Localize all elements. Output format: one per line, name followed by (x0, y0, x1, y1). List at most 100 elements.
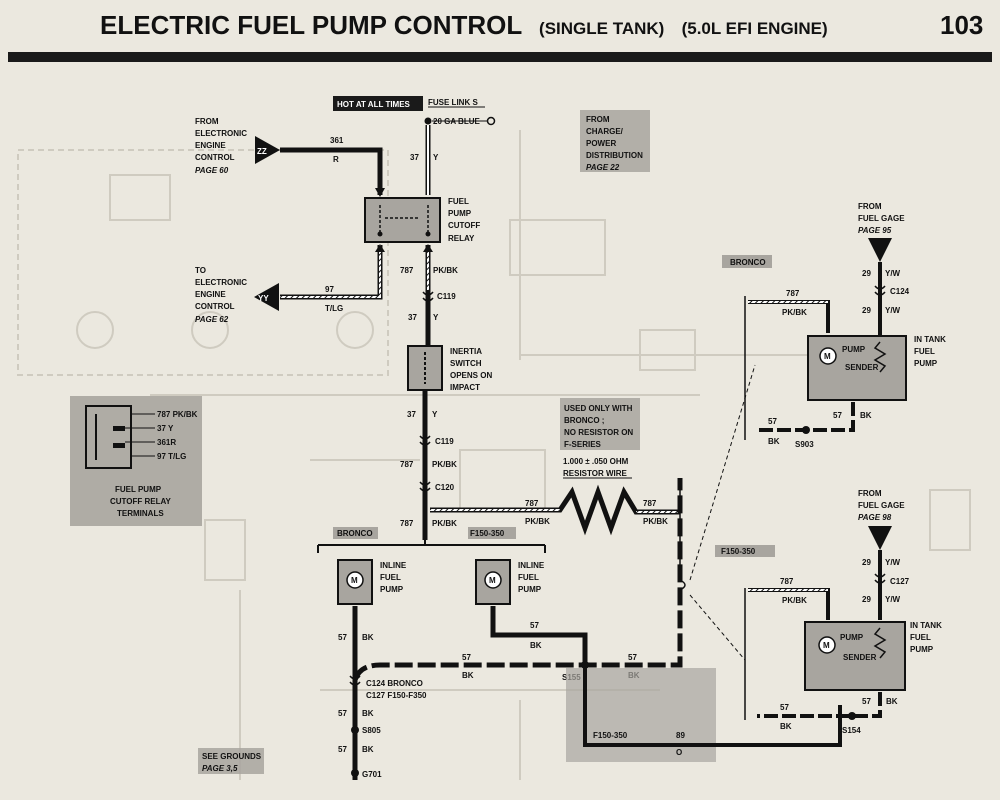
to-eec-line2: ELECTRONIC (195, 278, 247, 287)
wire-97-number: 97 (325, 285, 334, 294)
title-main: ELECTRIC FUEL PUMP CONTROL (100, 10, 522, 40)
header-rule (8, 52, 992, 62)
wire-29-number-upper-1: 29 (862, 269, 871, 278)
relay-inset-label-3: TERMINALS (117, 509, 164, 518)
wire-787-number-4: 787 (525, 499, 539, 508)
wire-361-number: 361 (330, 136, 344, 145)
motor-glyph-1: M (351, 576, 358, 585)
wire-29-color-upper-1: Y/W (885, 269, 901, 278)
wire-57-color-upper-a: BK (768, 437, 780, 446)
ground-g701-label: G701 (362, 770, 382, 779)
wire-787-number-2: 787 (400, 460, 414, 469)
wire-57-upper-tank (757, 402, 855, 432)
connector-c127: C127 (890, 577, 910, 586)
from-eec-line1: FROM (195, 117, 219, 126)
lower-sender-label: SENDER (843, 653, 877, 662)
inertia-switch: INERTIA SWITCH OPENS ON IMPACT (407, 345, 492, 392)
fuel-gage-lower-page: PAGE 98 (858, 513, 892, 522)
to-eec-page: PAGE 62 (195, 315, 229, 324)
wire-57-color-a: BK (362, 633, 374, 642)
bronco-label-right: BRONCO (730, 258, 766, 267)
splice-s154-label: S154 (842, 726, 861, 735)
wire-787-color-3: PK/BK (432, 519, 457, 528)
relay-terminals-inset: 787 PK/BK 37 Y 361R 97 T/LG FUEL PUMP CU… (70, 396, 202, 526)
wire-29-color-upper-2: Y/W (885, 306, 901, 315)
wire-57-color-c: BK (462, 671, 474, 680)
relay-label-3: CUTOFF (448, 221, 480, 230)
fuse-link-label: FUSE LINK S (428, 98, 478, 107)
f150-label-bottom: F150-350 (593, 731, 628, 740)
title-subtitle-tank: (SINGLE TANK) (539, 19, 665, 38)
from-charge-line4: DISTRIBUTION (586, 151, 643, 160)
resistor-wire (430, 484, 680, 536)
wire-89-number: 89 (676, 731, 685, 740)
splice-s155 (581, 661, 589, 669)
from-charge-line3: POWER (586, 139, 616, 148)
inline-2-label-3: PUMP (518, 585, 542, 594)
fuel-gage-upper-from: FROM (858, 202, 882, 211)
fuel-gage-lower-from: FROM (858, 489, 882, 498)
upper-in-tank-2: FUEL (914, 347, 935, 356)
wire-57-dashed (352, 478, 683, 681)
to-eec-line4: CONTROL (195, 302, 235, 311)
wire-57-color-lower-b: BK (886, 697, 898, 706)
from-eec-labels: FROM ELECTRONIC ENGINE CONTROL PAGE 60 (195, 117, 247, 175)
from-charge-page: PAGE 22 (586, 163, 620, 172)
wire-29-color-lower-2: Y/W (885, 595, 901, 604)
relay-inset-label-2: CUTOFF RELAY (110, 497, 172, 506)
inline-1-label-3: PUMP (380, 585, 404, 594)
wire-57-number-lower-a: 57 (780, 703, 789, 712)
relay-label-1: FUEL (448, 197, 469, 206)
splice-s805 (351, 726, 359, 734)
motor-glyph-2: M (489, 576, 496, 585)
wire-57-color-b: BK (530, 641, 542, 650)
wire-97-color: T/LG (325, 304, 343, 313)
c127-f150-label: C127 F150-F350 (366, 691, 427, 700)
lower-pump-label: PUMP (840, 633, 864, 642)
wire-37-color-1: Y (433, 153, 439, 162)
wire-89 (583, 668, 842, 747)
fuel-gage-upper-page: PAGE 95 (858, 226, 892, 235)
in-tank-pump-upper: M PUMP SENDER IN TANK FUEL PUMP (807, 335, 946, 401)
from-fuel-gage-upper: FROM FUEL GAGE PAGE 95 (858, 202, 905, 235)
to-eec-line3: ENGINE (195, 290, 226, 299)
zz-label: ZZ (257, 147, 267, 156)
ground-g701 (351, 769, 359, 777)
see-grounds-box: SEE GROUNDS PAGE 3,5 (198, 748, 264, 774)
inline-fuel-pump-f150: M INLINE FUEL PUMP (475, 559, 545, 605)
hot-at-all-times-box: HOT AT ALL TIMES (333, 96, 423, 111)
from-eec-line2: ELECTRONIC (195, 129, 247, 138)
wire-57-color-f: BK (362, 745, 374, 754)
wire-787-lower-tank (748, 588, 830, 620)
to-eec-line1: TO (195, 266, 206, 275)
yy-connector-arrow (254, 283, 279, 311)
used-only-box: USED ONLY WITH BRONCO ; NO RESISTOR ON F… (560, 398, 640, 450)
wire-787-number-upper: 787 (786, 289, 800, 298)
to-eec-labels: TO ELECTRONIC ENGINE CONTROL PAGE 62 (195, 266, 247, 324)
see-grounds-line2: PAGE 3,5 (202, 764, 238, 773)
inertia-label-3: OPENS ON (450, 371, 492, 380)
upper-pump-label: PUMP (842, 345, 866, 354)
wire-57-number-b: 57 (530, 621, 539, 630)
inline-2-label-1: INLINE (518, 561, 545, 570)
zz-connector-arrow (255, 136, 280, 164)
wire-787-color-upper: PK/BK (782, 308, 807, 317)
wire-29-number-lower-2: 29 (862, 595, 871, 604)
wire-37-number-1: 37 (410, 153, 419, 162)
wire-37-color-2: Y (433, 313, 439, 322)
connector-c119-bottom: C119 (435, 437, 454, 446)
motor-glyph-4: M (823, 641, 830, 650)
page-title: ELECTRIC FUEL PUMP CONTROL (SINGLE TANK)… (100, 10, 828, 41)
inertia-label-1: INERTIA (450, 347, 482, 356)
in-tank-pump-lower: M PUMP SENDER IN TANK FUEL PUMP (804, 621, 942, 691)
wire-787-number-5: 787 (643, 499, 657, 508)
connector-c119-top: C119 (437, 292, 456, 301)
wire-57-number-e: 57 (338, 709, 347, 718)
wire-37-number-3: 37 (407, 410, 416, 419)
wire-787-color-5: PK/BK (643, 517, 668, 526)
fuse-node (424, 117, 432, 125)
wire-29-number-upper-2: 29 (862, 306, 871, 315)
wire-361 (280, 147, 383, 195)
inline-1-label-2: FUEL (380, 573, 401, 582)
